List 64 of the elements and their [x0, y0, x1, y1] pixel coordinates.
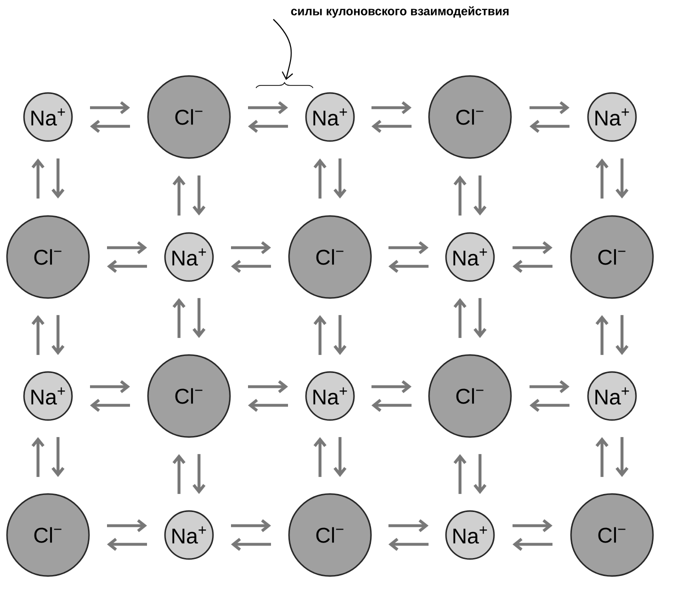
arrow	[172, 298, 186, 338]
arrow	[388, 260, 429, 273]
arrow	[32, 437, 44, 477]
arrow	[32, 315, 44, 355]
arrow	[192, 175, 206, 216]
arrow	[192, 298, 206, 338]
arrow	[334, 437, 346, 477]
arrow	[388, 519, 429, 532]
arrow	[530, 120, 570, 133]
arrow	[32, 158, 44, 199]
arrow	[192, 454, 206, 494]
arrow	[231, 260, 271, 273]
arrow	[172, 175, 186, 216]
arrow	[90, 120, 130, 133]
leader-line	[272, 18, 294, 80]
arrow	[512, 260, 552, 273]
arrow	[616, 158, 628, 199]
arrow	[314, 315, 326, 355]
arrow	[90, 101, 130, 114]
arrow	[388, 241, 429, 254]
arrow	[530, 101, 570, 114]
arrow	[371, 380, 412, 394]
arrow	[231, 241, 271, 254]
arrow	[454, 454, 466, 494]
arrow	[334, 315, 346, 355]
arrow	[107, 519, 148, 532]
arrow	[616, 315, 628, 355]
arrow	[52, 437, 64, 477]
arrow	[90, 380, 130, 394]
arrow	[616, 437, 628, 477]
arrow	[512, 241, 552, 254]
arrow	[107, 260, 147, 273]
arrow	[52, 315, 64, 355]
arrow	[512, 538, 552, 551]
arrow	[248, 120, 288, 133]
arrow	[530, 398, 570, 412]
arrow	[248, 398, 288, 412]
arrow	[52, 158, 64, 199]
arrow	[388, 538, 429, 551]
arrow	[512, 519, 552, 532]
arrow	[454, 298, 466, 338]
arrow	[90, 398, 130, 412]
arrow	[454, 175, 466, 216]
arrow	[314, 437, 326, 477]
arrow	[371, 101, 412, 114]
arrow	[334, 158, 346, 199]
caption-text: силы кулоновского взаимодействия	[291, 6, 509, 18]
arrow	[596, 158, 608, 199]
arrow	[530, 380, 570, 394]
arrow	[474, 298, 486, 338]
arrow	[107, 241, 148, 254]
arrow	[596, 437, 608, 477]
arrow	[172, 454, 186, 494]
arrow	[371, 120, 412, 133]
arrow	[314, 158, 326, 199]
arrow	[474, 175, 486, 216]
arrow	[596, 315, 608, 355]
arrow	[248, 380, 288, 394]
arrow	[231, 538, 271, 551]
arrow	[371, 398, 412, 412]
arrow	[248, 101, 288, 114]
arrow	[107, 538, 147, 551]
arrow	[474, 454, 486, 494]
arrow	[231, 519, 271, 532]
